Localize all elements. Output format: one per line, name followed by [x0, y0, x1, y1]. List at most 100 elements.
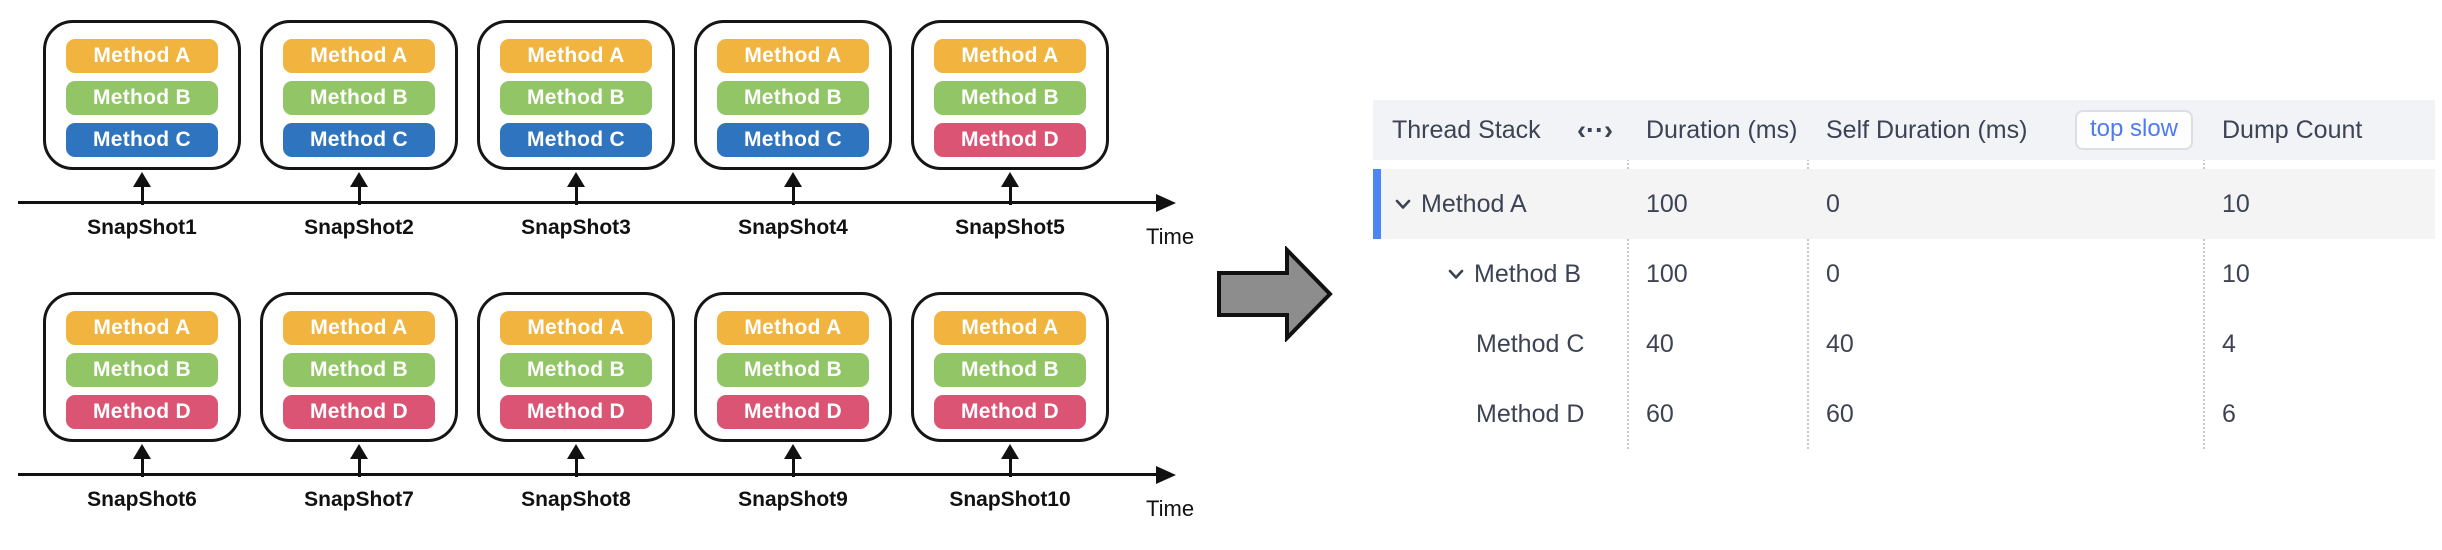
column-header-label: Duration (ms)	[1646, 115, 1798, 144]
method-pill: Method A	[66, 311, 218, 345]
method-name: Method D	[1476, 399, 1585, 428]
method-pill: Method D	[934, 395, 1086, 429]
method-pill: Method B	[717, 353, 869, 387]
dump-count-cell: 4	[2222, 329, 2236, 358]
method-pill: Method A	[717, 311, 869, 345]
self-duration-cell: 60	[1826, 399, 1854, 428]
snapshot-label: SnapShot10	[949, 488, 1071, 511]
column-divider	[2203, 100, 2205, 449]
table-row-method-b[interactable]: Method B 100 0 10	[1373, 239, 2435, 309]
method-pill: Method A	[500, 311, 652, 345]
method-pill: Method B	[283, 353, 435, 387]
table-row-method-c[interactable]: Method C 40 40 4	[1373, 309, 2435, 379]
tick-arrow-icon	[783, 444, 803, 477]
timeline-arrowhead-icon	[1156, 194, 1176, 212]
snapshot-box-4: Method A Method B Method C	[694, 20, 892, 170]
row-selection-bar	[1373, 169, 1381, 239]
method-pill: Method D	[934, 123, 1086, 157]
tick-arrow-icon	[566, 444, 586, 477]
table-row-method-d[interactable]: Method D 60 60 6	[1373, 379, 2435, 449]
self-duration-cell: 40	[1826, 329, 1854, 358]
duration-cell: 100	[1646, 189, 1688, 218]
method-pill: Method D	[500, 395, 652, 429]
method-name: Method C	[1476, 329, 1585, 358]
column-width-icon[interactable]: ‹··›	[1577, 114, 1613, 145]
duration-cell: 100	[1646, 259, 1688, 288]
column-divider	[1807, 100, 1809, 449]
duration-cell: 40	[1646, 329, 1674, 358]
snapshot-label: SnapShot7	[304, 488, 414, 511]
tick-arrow-icon	[566, 172, 586, 205]
dump-count-cell: 6	[2222, 399, 2236, 428]
snapshot-box-10: Method A Method B Method D	[911, 292, 1109, 442]
self-duration-cell: 0	[1826, 259, 1840, 288]
snapshot-label: SnapShot8	[521, 488, 631, 511]
snapshot-label: SnapShot1	[87, 216, 197, 239]
snapshot-row-2: Method A Method B Method D Method A Meth…	[43, 292, 1109, 442]
tree-cell: Method D	[1373, 400, 1627, 429]
tick-arrow-icon	[132, 444, 152, 477]
method-pill: Method A	[500, 39, 652, 73]
column-divider	[1627, 100, 1629, 449]
method-pill: Method A	[717, 39, 869, 73]
snapshot-box-9: Method A Method B Method D	[694, 292, 892, 442]
column-header-label: Thread Stack	[1392, 115, 1541, 144]
timeline-axis-2	[18, 473, 1158, 476]
method-pill: Method B	[500, 353, 652, 387]
method-pill: Method A	[934, 311, 1086, 345]
method-pill: Method B	[283, 81, 435, 115]
method-pill: Method C	[717, 123, 869, 157]
method-pill: Method B	[66, 353, 218, 387]
tick-arrow-icon	[1000, 444, 1020, 477]
dump-count-cell: 10	[2222, 189, 2250, 218]
method-name: Method A	[1421, 189, 1527, 218]
method-pill: Method B	[934, 81, 1086, 115]
tick-arrow-icon	[349, 444, 369, 477]
method-pill: Method A	[66, 39, 218, 73]
method-pill: Method C	[283, 123, 435, 157]
snapshot-label: SnapShot4	[738, 216, 848, 239]
column-header-self-duration: Self Duration (ms) top slow	[1807, 100, 2203, 160]
snapshot-label: SnapShot5	[955, 216, 1065, 239]
self-duration-cell: 0	[1826, 189, 1840, 218]
method-pill: Method D	[66, 395, 218, 429]
tick-arrow-icon	[783, 172, 803, 205]
flow-arrow-icon	[1216, 245, 1334, 347]
table-row-method-a[interactable]: Method A 100 0 10	[1373, 169, 2435, 239]
method-pill: Method A	[934, 39, 1086, 73]
snapshot-label: SnapShot3	[521, 216, 631, 239]
method-pill: Method C	[66, 123, 218, 157]
snapshot-row-1: Method A Method B Method C Method A Meth…	[43, 20, 1109, 170]
snapshot-box-6: Method A Method B Method D	[43, 292, 241, 442]
duration-cell: 60	[1646, 399, 1674, 428]
tree-cell: Method B	[1373, 260, 1627, 289]
column-header-label: Dump Count	[2222, 115, 2363, 144]
tick-arrow-icon	[132, 172, 152, 205]
table-header: Thread Stack ‹··› Duration (ms) Self Dur…	[1373, 100, 2435, 160]
method-pill: Method D	[283, 395, 435, 429]
snapshot-box-3: Method A Method B Method C	[477, 20, 675, 170]
dump-count-cell: 10	[2222, 259, 2250, 288]
tick-arrow-icon	[1000, 172, 1020, 205]
method-pill: Method A	[283, 311, 435, 345]
chevron-down-icon[interactable]	[1446, 264, 1466, 284]
method-pill: Method B	[500, 81, 652, 115]
method-pill: Method B	[934, 353, 1086, 387]
snapshot-box-1: Method A Method B Method C	[43, 20, 241, 170]
top-slow-button[interactable]: top slow	[2074, 110, 2193, 150]
table-body: Method A 100 0 10 Method B 100 0 10 Meth…	[1373, 169, 2435, 449]
snapshot-box-8: Method A Method B Method D	[477, 292, 675, 442]
method-pill: Method A	[283, 39, 435, 73]
snapshot-box-5: Method A Method B Method D	[911, 20, 1109, 170]
snapshot-label: SnapShot2	[304, 216, 414, 239]
method-pill: Method D	[717, 395, 869, 429]
time-axis-label: Time	[1146, 224, 1195, 249]
thread-stack-table: Thread Stack ‹··› Duration (ms) Self Dur…	[1373, 100, 2435, 449]
column-header-duration: Duration (ms)	[1627, 100, 1807, 160]
chevron-down-icon[interactable]	[1393, 194, 1413, 214]
method-pill: Method C	[500, 123, 652, 157]
timeline-axis-1	[18, 201, 1158, 204]
method-pill: Method B	[66, 81, 218, 115]
tree-cell: Method A	[1373, 190, 1627, 219]
